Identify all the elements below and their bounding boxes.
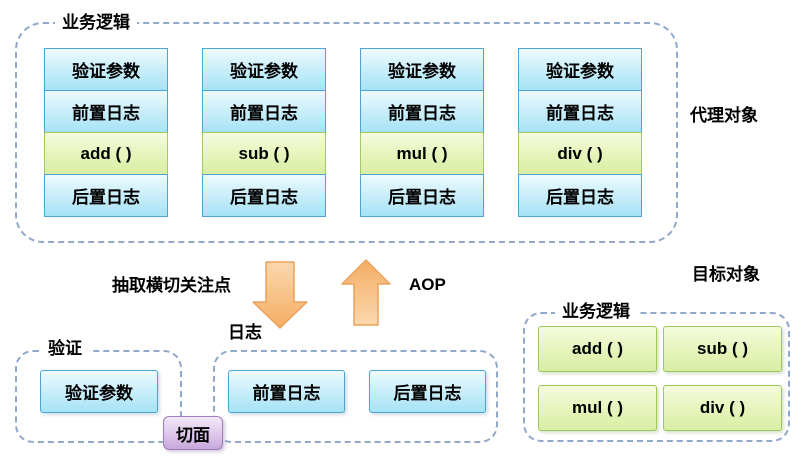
cell-method-div: div ( ) <box>518 132 642 175</box>
cell-validate-params: 验证参数 <box>360 48 484 91</box>
cell-post-log: 后置日志 <box>44 174 168 217</box>
extract-crosscut-label: 抽取横切关注点 <box>112 276 231 295</box>
target-method-mul: mul ( ) <box>538 385 657 431</box>
validation-group: 验证 验证参数 <box>15 338 182 443</box>
up-arrow-icon <box>340 258 392 327</box>
cell-pre-log: 前置日志 <box>202 90 326 133</box>
proxy-side-label: 代理对象 <box>690 106 758 125</box>
cell-method-mul: mul ( ) <box>360 132 484 175</box>
target-group-label: 业务逻辑 <box>555 301 637 323</box>
cell-post-log: 后置日志 <box>202 174 326 217</box>
proxy-column-div: 验证参数 前置日志 div ( ) 后置日志 <box>518 48 642 217</box>
cell-pre-log: 前置日志 <box>44 90 168 133</box>
proxy-column-add: 验证参数 前置日志 add ( ) 后置日志 <box>44 48 168 217</box>
cell-pre-log: 前置日志 <box>360 90 484 133</box>
proxy-group-label: 业务逻辑 <box>55 12 137 34</box>
logging-group-label: 日志 <box>228 323 262 342</box>
post-log-box: 后置日志 <box>369 370 486 413</box>
cell-validate-params: 验证参数 <box>202 48 326 91</box>
cell-validate-params: 验证参数 <box>518 48 642 91</box>
target-method-add: add ( ) <box>538 326 657 372</box>
cell-post-log: 后置日志 <box>360 174 484 217</box>
cell-method-sub: sub ( ) <box>202 132 326 175</box>
proxy-column-mul: 验证参数 前置日志 mul ( ) 后置日志 <box>360 48 484 217</box>
validate-params-box: 验证参数 <box>40 370 158 413</box>
target-method-div: div ( ) <box>663 385 782 431</box>
target-object-group: 业务逻辑 add ( ) sub ( ) mul ( ) div ( ) <box>523 301 790 442</box>
logging-group: 前置日志 后置日志 <box>213 350 498 443</box>
pre-log-box: 前置日志 <box>228 370 345 413</box>
cell-validate-params: 验证参数 <box>44 48 168 91</box>
target-side-label: 目标对象 <box>692 265 760 284</box>
proxy-column-sub: 验证参数 前置日志 sub ( ) 后置日志 <box>202 48 326 217</box>
down-arrow-icon <box>251 261 309 330</box>
proxy-object-group: 业务逻辑 验证参数 前置日志 add ( ) 后置日志 验证参数 前置日志 su… <box>15 12 678 243</box>
validation-group-label: 验证 <box>41 338 89 360</box>
cell-post-log: 后置日志 <box>518 174 642 217</box>
target-method-sub: sub ( ) <box>663 326 782 372</box>
aop-label: AOP <box>409 275 446 294</box>
cell-pre-log: 前置日志 <box>518 90 642 133</box>
aspect-box: 切面 <box>163 416 223 450</box>
cell-method-add: add ( ) <box>44 132 168 175</box>
